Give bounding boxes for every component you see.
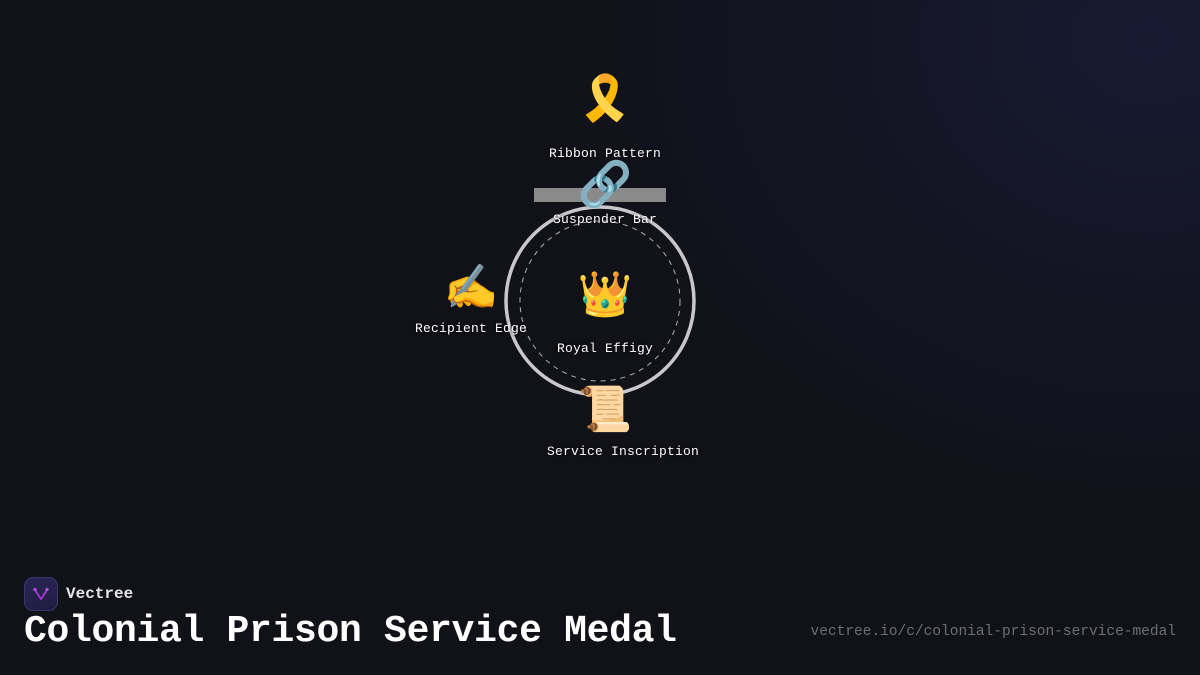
part-service-inscription[interactable]: 📜 Service Inscription xyxy=(546,384,700,460)
medal-outer-ring xyxy=(504,205,696,397)
part-royal-effigy[interactable]: 👑 Royal Effigy xyxy=(556,269,654,357)
link-icon: 🔗 xyxy=(577,159,633,210)
medal-diagram: 🎗️ Ribbon Pattern 🔗 Suspender Bar ✍️ Rec… xyxy=(414,73,700,460)
part-label: Ribbon Pattern xyxy=(548,146,662,161)
vectree-logo-icon xyxy=(24,577,58,611)
part-recipient-edge[interactable]: ✍️ Recipient Edge xyxy=(414,262,528,337)
medal-inner-dashed-ring xyxy=(519,220,681,382)
part-ribbon-pattern[interactable]: 🎗️ Ribbon Pattern xyxy=(548,73,662,162)
ribbon-icon: 🎗️ xyxy=(577,73,633,124)
part-label: Suspender Bar xyxy=(552,212,658,227)
brand: Vectree xyxy=(24,577,133,611)
part-label: Royal Effigy xyxy=(556,341,654,356)
writing-hand-icon: ✍️ xyxy=(443,262,499,313)
page-url[interactable]: vectree.io/c/colonial-prison-service-med… xyxy=(810,624,1176,640)
part-label: Service Inscription xyxy=(546,444,700,459)
part-label: Recipient Edge xyxy=(414,321,528,336)
suspender-bar-shape xyxy=(534,188,666,202)
part-suspender-bar[interactable]: 🔗 Suspender Bar xyxy=(552,159,658,228)
page-title: Colonial Prison Service Medal xyxy=(24,610,677,653)
brand-name: Vectree xyxy=(66,585,134,603)
medal-shapes xyxy=(504,188,696,397)
crown-icon: 👑 xyxy=(577,269,633,320)
scroll-icon: 📜 xyxy=(577,384,633,435)
